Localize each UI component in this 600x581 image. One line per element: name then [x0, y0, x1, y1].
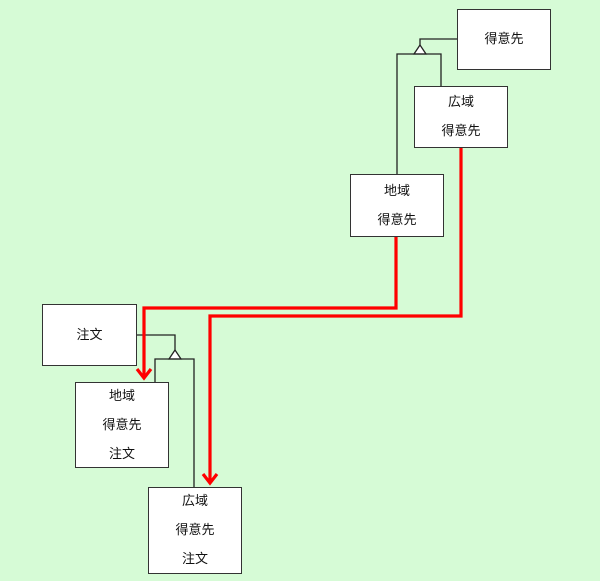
generalization-tokuisaki [396, 38, 457, 174]
entity-label: 地域 [108, 388, 135, 404]
entity-chiiki-tokuisaki[interactable]: 地域 得意先 [350, 174, 444, 237]
entity-label: 地域 [383, 183, 410, 199]
entity-label: 得意先 [441, 124, 481, 139]
entity-label: 広域 [447, 95, 474, 110]
generalization-chumon [136, 334, 195, 487]
entity-label: 広域 [181, 494, 208, 509]
entity-label: 得意先 [102, 417, 142, 433]
entity-tokuisaki[interactable]: 得意先 [457, 9, 551, 70]
mapping-arrow-chiiki [135, 236, 398, 381]
entity-label: 注文 [108, 446, 135, 462]
entity-label: 得意先 [377, 212, 417, 228]
entity-label: 注文 [181, 552, 208, 567]
entity-label: 得意先 [484, 32, 524, 47]
entity-chiiki-tokuisaki-chumon[interactable]: 地域 得意先 注文 [75, 382, 169, 468]
entity-kouiki-tokuisaki-chumon[interactable]: 広域 得意先 注文 [148, 487, 242, 574]
entity-label: 得意先 [175, 523, 215, 538]
entity-kouiki-tokuisaki[interactable]: 広域 得意先 [414, 86, 508, 148]
mapping-arrow-kouiki [201, 147, 463, 486]
entity-chumon[interactable]: 注文 [42, 304, 137, 366]
entity-label: 注文 [76, 327, 103, 343]
